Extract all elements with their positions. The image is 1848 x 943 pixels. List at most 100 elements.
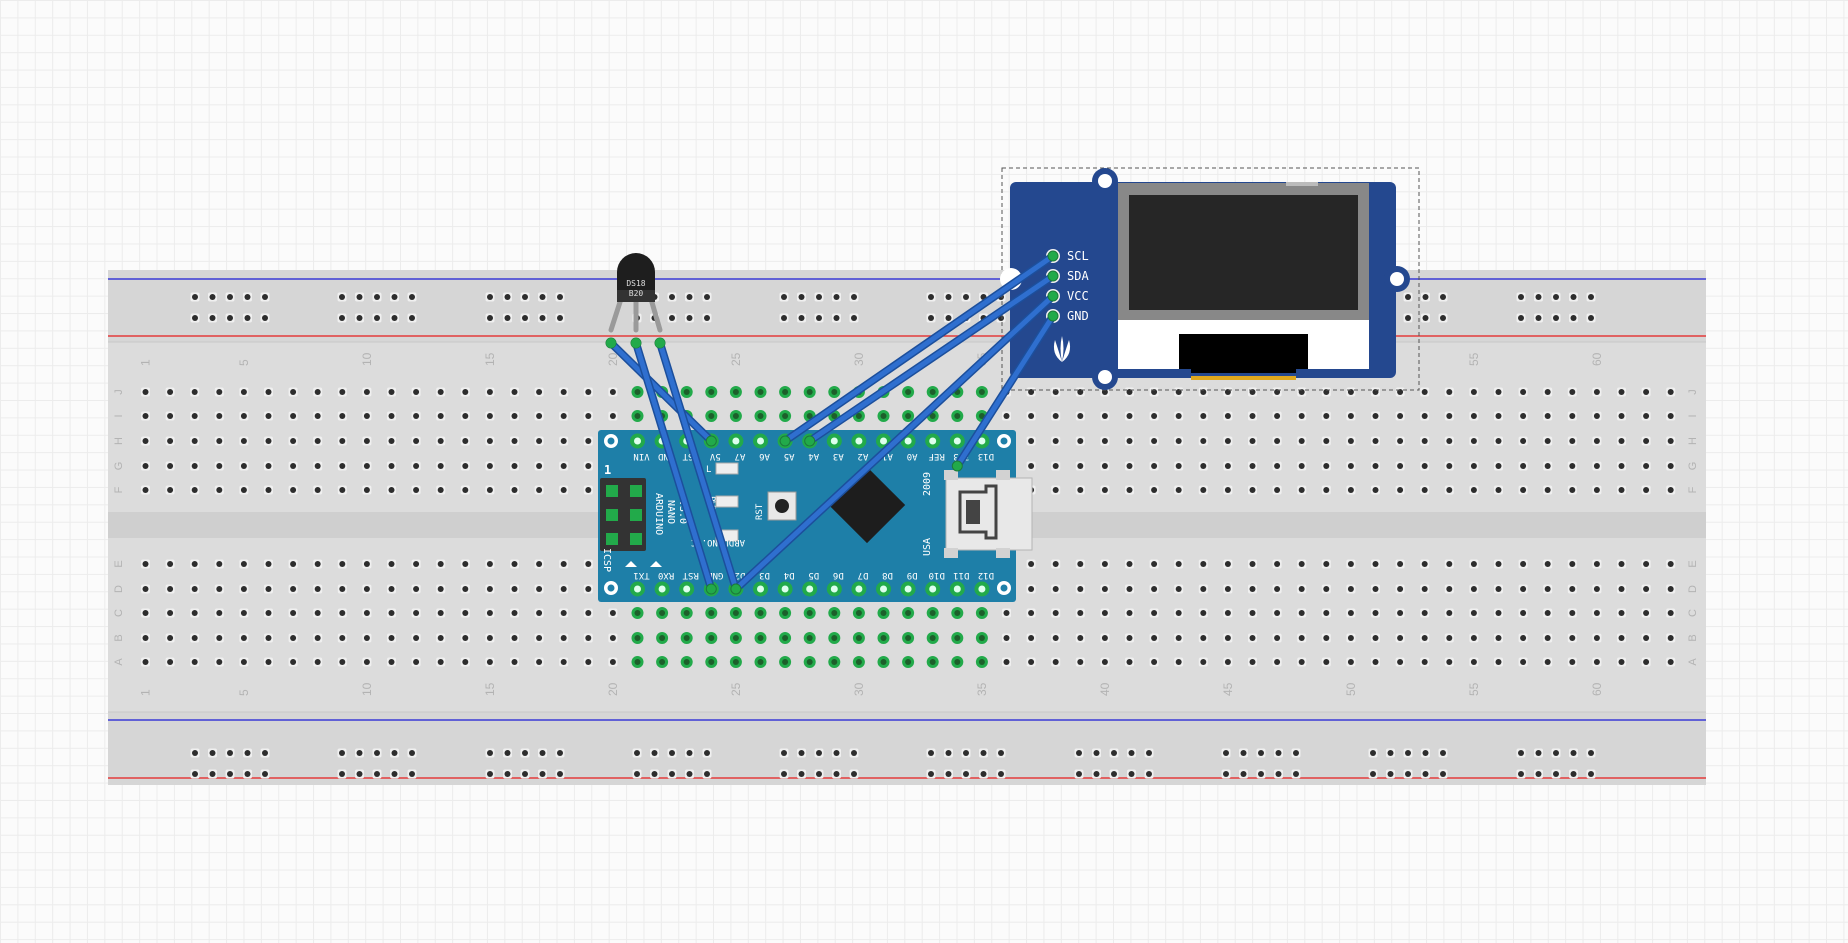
breadboard-hole[interactable] [1567,387,1577,397]
breadboard-hole[interactable] [1551,292,1561,302]
breadboard-hole[interactable] [460,608,470,618]
breadboard-hole[interactable] [1297,633,1307,643]
breadboard-hole[interactable] [1617,411,1626,421]
breadboard-hole[interactable] [1051,461,1061,471]
breadboard-hole[interactable] [355,313,364,323]
breadboard-hole[interactable] [190,633,200,643]
breadboard-hole[interactable] [1272,608,1282,618]
breadboard-hole[interactable] [797,313,806,323]
breadboard-hole[interactable] [313,387,323,397]
breadboard-hole[interactable] [1223,387,1233,397]
breadboard-hole[interactable] [190,436,200,446]
breadboard-hole[interactable] [1438,769,1448,779]
breadboard-hole[interactable] [944,769,953,779]
breadboard-hole[interactable] [926,632,939,644]
breadboard-hole[interactable] [362,584,372,594]
breadboard-hole[interactable] [656,607,669,619]
breadboard-hole[interactable] [1346,436,1356,446]
breadboard-hole[interactable] [165,608,175,618]
breadboard-hole[interactable] [944,292,953,302]
breadboard-hole[interactable] [485,559,495,569]
breadboard-hole[interactable] [239,485,249,495]
breadboard-hole[interactable] [559,608,569,618]
breadboard-hole[interactable] [313,485,323,495]
breadboard-hole[interactable] [1371,657,1380,667]
breadboard-hole[interactable] [631,656,644,668]
breadboard-hole[interactable] [1297,559,1307,569]
breadboard-hole[interactable] [1666,633,1676,643]
breadboard-hole[interactable] [1617,387,1626,397]
breadboard-hole[interactable] [1198,608,1208,618]
breadboard-hole[interactable] [1174,633,1184,643]
breadboard-hole[interactable] [1371,485,1380,495]
breadboard-hole[interactable] [355,769,364,779]
breadboard-hole[interactable] [1256,769,1266,779]
nano-header-pin[interactable] [949,581,965,597]
breadboard-hole[interactable] [608,633,618,643]
breadboard-hole[interactable] [190,748,200,758]
breadboard-hole[interactable] [1272,657,1282,667]
breadboard-hole[interactable] [1666,461,1676,471]
breadboard-hole[interactable] [264,387,273,397]
breadboard-hole[interactable] [503,292,512,302]
breadboard-hole[interactable] [387,584,396,594]
breadboard-hole[interactable] [1617,633,1626,643]
breadboard-hole[interactable] [485,657,495,667]
breadboard-hole[interactable] [1149,657,1159,667]
breadboard-hole[interactable] [1371,411,1380,421]
breadboard-hole[interactable] [1026,559,1036,569]
breadboard-hole[interactable] [372,748,382,758]
breadboard-hole[interactable] [814,292,824,302]
breadboard-hole[interactable] [534,559,544,569]
breadboard-hole[interactable] [1395,633,1405,643]
breadboard-hole[interactable] [1248,633,1257,643]
breadboard-hole[interactable] [337,292,347,302]
breadboard-hole[interactable] [534,436,544,446]
breadboard-hole[interactable] [1174,657,1184,667]
breadboard-hole[interactable] [1297,608,1307,618]
breadboard-hole[interactable] [1438,748,1448,758]
breadboard-hole[interactable] [436,411,446,421]
breadboard-hole[interactable] [288,461,298,471]
breadboard-hole[interactable] [1223,559,1233,569]
breadboard-hole[interactable] [849,292,859,302]
breadboard-hole[interactable] [1666,411,1676,421]
breadboard-hole[interactable] [1494,559,1503,569]
breadboard-hole[interactable] [1075,387,1085,397]
breadboard-hole[interactable] [1371,633,1380,643]
breadboard-hole[interactable] [214,608,224,618]
breadboard-hole[interactable] [239,584,249,594]
breadboard-hole[interactable] [1543,559,1553,569]
breadboard-hole[interactable] [485,436,495,446]
breadboard-hole[interactable] [828,386,841,398]
breadboard-hole[interactable] [961,748,971,758]
breadboard-hole[interactable] [1321,559,1331,569]
breadboard-hole[interactable] [1371,436,1380,446]
breadboard-hole[interactable] [1518,633,1528,643]
breadboard-hole[interactable] [337,485,347,495]
breadboard-hole[interactable] [926,313,936,323]
breadboard-hole[interactable] [583,461,593,471]
breadboard-hole[interactable] [141,411,150,421]
breadboard-hole[interactable] [1092,769,1101,779]
breadboard-hole[interactable] [288,485,298,495]
breadboard-hole[interactable] [208,748,217,758]
breadboard-hole[interactable] [559,633,569,643]
breadboard-hole[interactable] [534,657,544,667]
breadboard-hole[interactable] [390,313,399,323]
breadboard-hole[interactable] [1420,387,1430,397]
breadboard-hole[interactable] [510,559,519,569]
breadboard-hole[interactable] [1420,657,1430,667]
nano-header-pin[interactable] [777,581,793,597]
breadboard-hole[interactable] [1100,485,1110,495]
breadboard-hole[interactable] [1198,387,1208,397]
breadboard-hole[interactable] [1395,461,1405,471]
breadboard-hole[interactable] [1051,387,1061,397]
breadboard-hole[interactable] [803,607,816,619]
breadboard-hole[interactable] [1297,387,1307,397]
breadboard-hole[interactable] [337,769,347,779]
breadboard-hole[interactable] [685,769,694,779]
breadboard-hole[interactable] [264,461,273,471]
breadboard-hole[interactable] [1469,387,1479,397]
breadboard-hole[interactable] [214,559,224,569]
